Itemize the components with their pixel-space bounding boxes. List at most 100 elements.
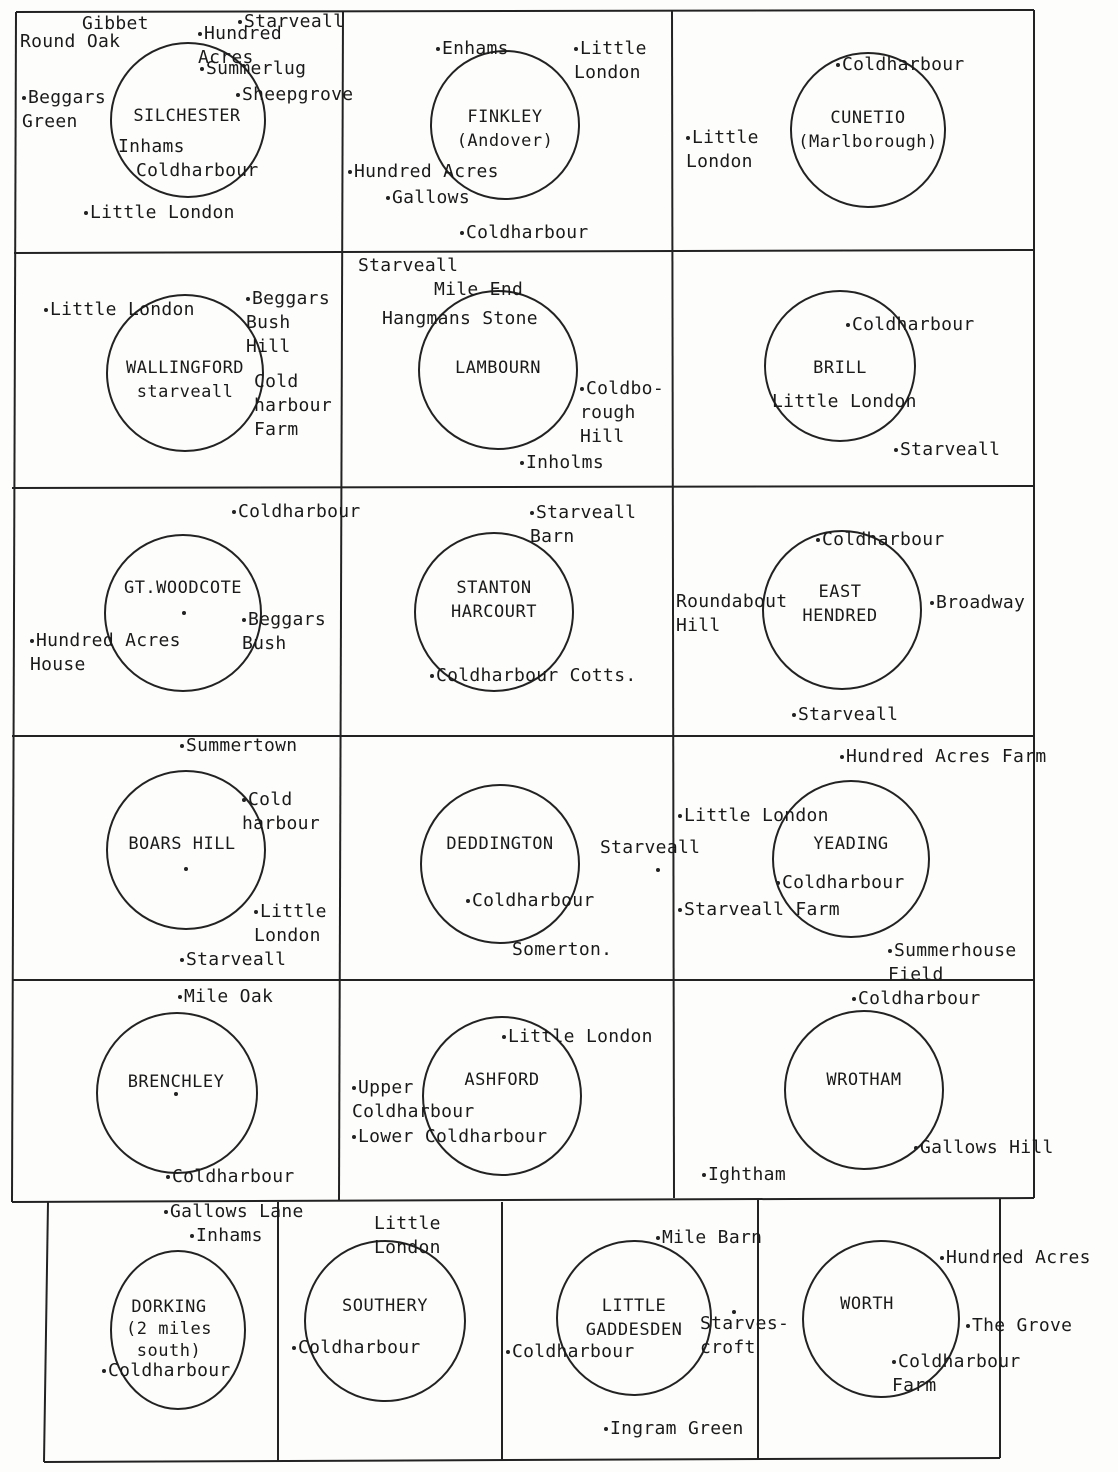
place-inholms: Inholms [520, 451, 604, 475]
place-coldharbour: Coldharbour [776, 871, 905, 895]
place-coldharbour: Coldharbour [836, 53, 965, 77]
place-starveall: Starveall [792, 703, 898, 727]
place-coldharbour-cotts: Coldharbour Cotts. [430, 664, 636, 688]
place-roundabout-hill: Roundabout Hill [676, 591, 788, 636]
starvescroft-dot [732, 1310, 736, 1314]
center-label-brill: BRILL [813, 358, 867, 378]
place-coldharbour-farm: Coldharbour Farm [892, 1351, 1021, 1396]
circle-lambourn [418, 290, 578, 450]
place-coldborough-hill: Coldbo- rough Hill [580, 378, 664, 447]
place-summerhouse-field: Summerhouse Field [888, 940, 1017, 985]
place-hundred-acres-farm: Hundred Acres Farm [840, 745, 1046, 769]
circle-brill [764, 290, 916, 442]
place-hundred-acres: Hundred Acres [940, 1246, 1091, 1270]
place-starveall-farm: Starveall Farm [678, 898, 840, 922]
place-coldharbour: Coldharbour [136, 160, 259, 181]
place-broadway: Broadway [930, 591, 1025, 615]
center-dot-brenchley [174, 1092, 178, 1096]
place-sheepgrove: Sheepgrove [236, 83, 353, 107]
place-gallows-lane: Gallows Lane [164, 1200, 304, 1224]
place-little-london: Little London [678, 804, 829, 828]
place-starveall-barn: Starveall Barn [530, 502, 637, 547]
place-coldharbour: Coldharbour [816, 528, 945, 552]
center-label-deddington: DEDDINGTON [446, 834, 554, 854]
place-ingram-green: Ingram Green [604, 1417, 744, 1441]
place-gibbet: Gibbet [82, 13, 149, 34]
place-round-oak: Round Oak [20, 31, 121, 52]
circle-wrotham [784, 1010, 944, 1170]
center-label-cunetio: CUNETIO (Marlborough) [798, 108, 938, 152]
center-label-brenchley: BRENCHLEY [127, 1072, 225, 1092]
place-coldharbour: Coldharbour [102, 1359, 231, 1383]
circle-dorking [110, 1250, 246, 1410]
center-label-hendred: EAST HENDRED [802, 582, 878, 626]
center-label-ashford: ASHFORD [464, 1070, 540, 1090]
circle-worth [802, 1240, 960, 1398]
place-summertown: Summertown [180, 734, 297, 758]
circle-southery [304, 1240, 466, 1402]
circle-stanton [414, 532, 574, 692]
center-label-wrotham: WROTHAM [826, 1070, 902, 1090]
circle-deddington [420, 784, 580, 944]
place-upper-coldharbour: Upper Coldharbour [352, 1077, 475, 1122]
place-starveall: Starveall [894, 438, 1000, 462]
place-gallows: Gallows [386, 186, 470, 210]
center-label-finkley: FINKLEY (Andover) [456, 107, 554, 151]
place-little-london: Little London [502, 1025, 653, 1049]
place-enhams: Enhams [436, 37, 509, 61]
place-little-london: Little London [254, 901, 327, 946]
place-coldharbour: Coldharbour [466, 889, 595, 913]
place-little-london: Little London [772, 391, 917, 412]
place-the-grove: The Grove [966, 1314, 1072, 1338]
place-cold-harbour-farm: Cold harbour Farm [254, 371, 332, 440]
place-somerton: Somerton. [512, 939, 613, 960]
center-label-gaddesden: LITTLE GADDESDEN [585, 1296, 683, 1340]
place-little-london: Little London [374, 1213, 441, 1258]
place-beggars-bush: Beggars Bush [242, 609, 326, 654]
place-inhams: Inhams [190, 1224, 263, 1248]
place-hundred-acres-house: Hundred Acres House [30, 630, 181, 675]
place-coldharbour: Coldharbour [166, 1165, 295, 1189]
place-starvescroft: Starves- croft [700, 1313, 790, 1358]
circle-wallingford [106, 294, 264, 452]
place-starveall: Starveall [600, 837, 701, 858]
place-beggars-bush-hill: Beggars Bush Hill [246, 288, 330, 357]
circle-gaddesden [556, 1240, 712, 1396]
center-label-yeading: YEADING [813, 834, 889, 854]
place-starveall: Starveall [358, 255, 459, 276]
center-label-boarshill: BOARS HILL [128, 834, 236, 854]
place-cold-harbour: Cold harbour [242, 789, 320, 834]
center-label-southery: SOUTHERY [342, 1296, 428, 1316]
center-label-lambourn: LAMBOURN [455, 358, 541, 378]
circle-yeading [772, 780, 930, 938]
center-dot-woodcote [182, 611, 186, 615]
starveall-dot [656, 868, 660, 872]
place-coldharbour: Coldharbour [852, 987, 981, 1011]
place-gallows-hill: Gallows Hill [914, 1136, 1054, 1160]
place-hundred-acres: Hundred Acres [348, 160, 499, 184]
place-starveall: Starveall [180, 948, 286, 972]
center-label-worth: WORTH [840, 1294, 894, 1314]
place-little-london: Little London [84, 201, 235, 225]
center-label-wallingford: WALLINGFORD starveall [125, 358, 245, 402]
place-coldharbour: Coldharbour [460, 221, 589, 245]
place-summerlug: Summerlug [200, 57, 306, 81]
center-label-woodcote: GT.WOODCOTE [123, 578, 243, 598]
place-little-london: Little London [574, 38, 647, 83]
place-lower-coldharbour: Lower Coldharbour [352, 1125, 547, 1149]
place-mile-barn: Mile Barn [656, 1226, 762, 1250]
place-inhams: Inhams [118, 136, 185, 157]
place-beggars-green: Beggars Green [22, 87, 106, 132]
circle-silchester [110, 42, 266, 198]
place-coldharbour: Coldharbour [506, 1340, 635, 1364]
place-coldharbour: Coldharbour [232, 500, 361, 524]
place-mile-end: Mile End [434, 279, 524, 300]
place-mile-oak: Mile Oak [178, 985, 273, 1009]
center-label-dorking: DORKING (2 miles south) [126, 1297, 212, 1361]
place-hangmans-stone: Hangmans Stone [382, 308, 538, 329]
center-label-silchester: SILCHESTER [133, 106, 241, 126]
place-ightham: Ightham [702, 1163, 786, 1187]
center-label-stanton: STANTON HARCOURT [451, 578, 537, 622]
circle-boarshill [106, 770, 266, 930]
